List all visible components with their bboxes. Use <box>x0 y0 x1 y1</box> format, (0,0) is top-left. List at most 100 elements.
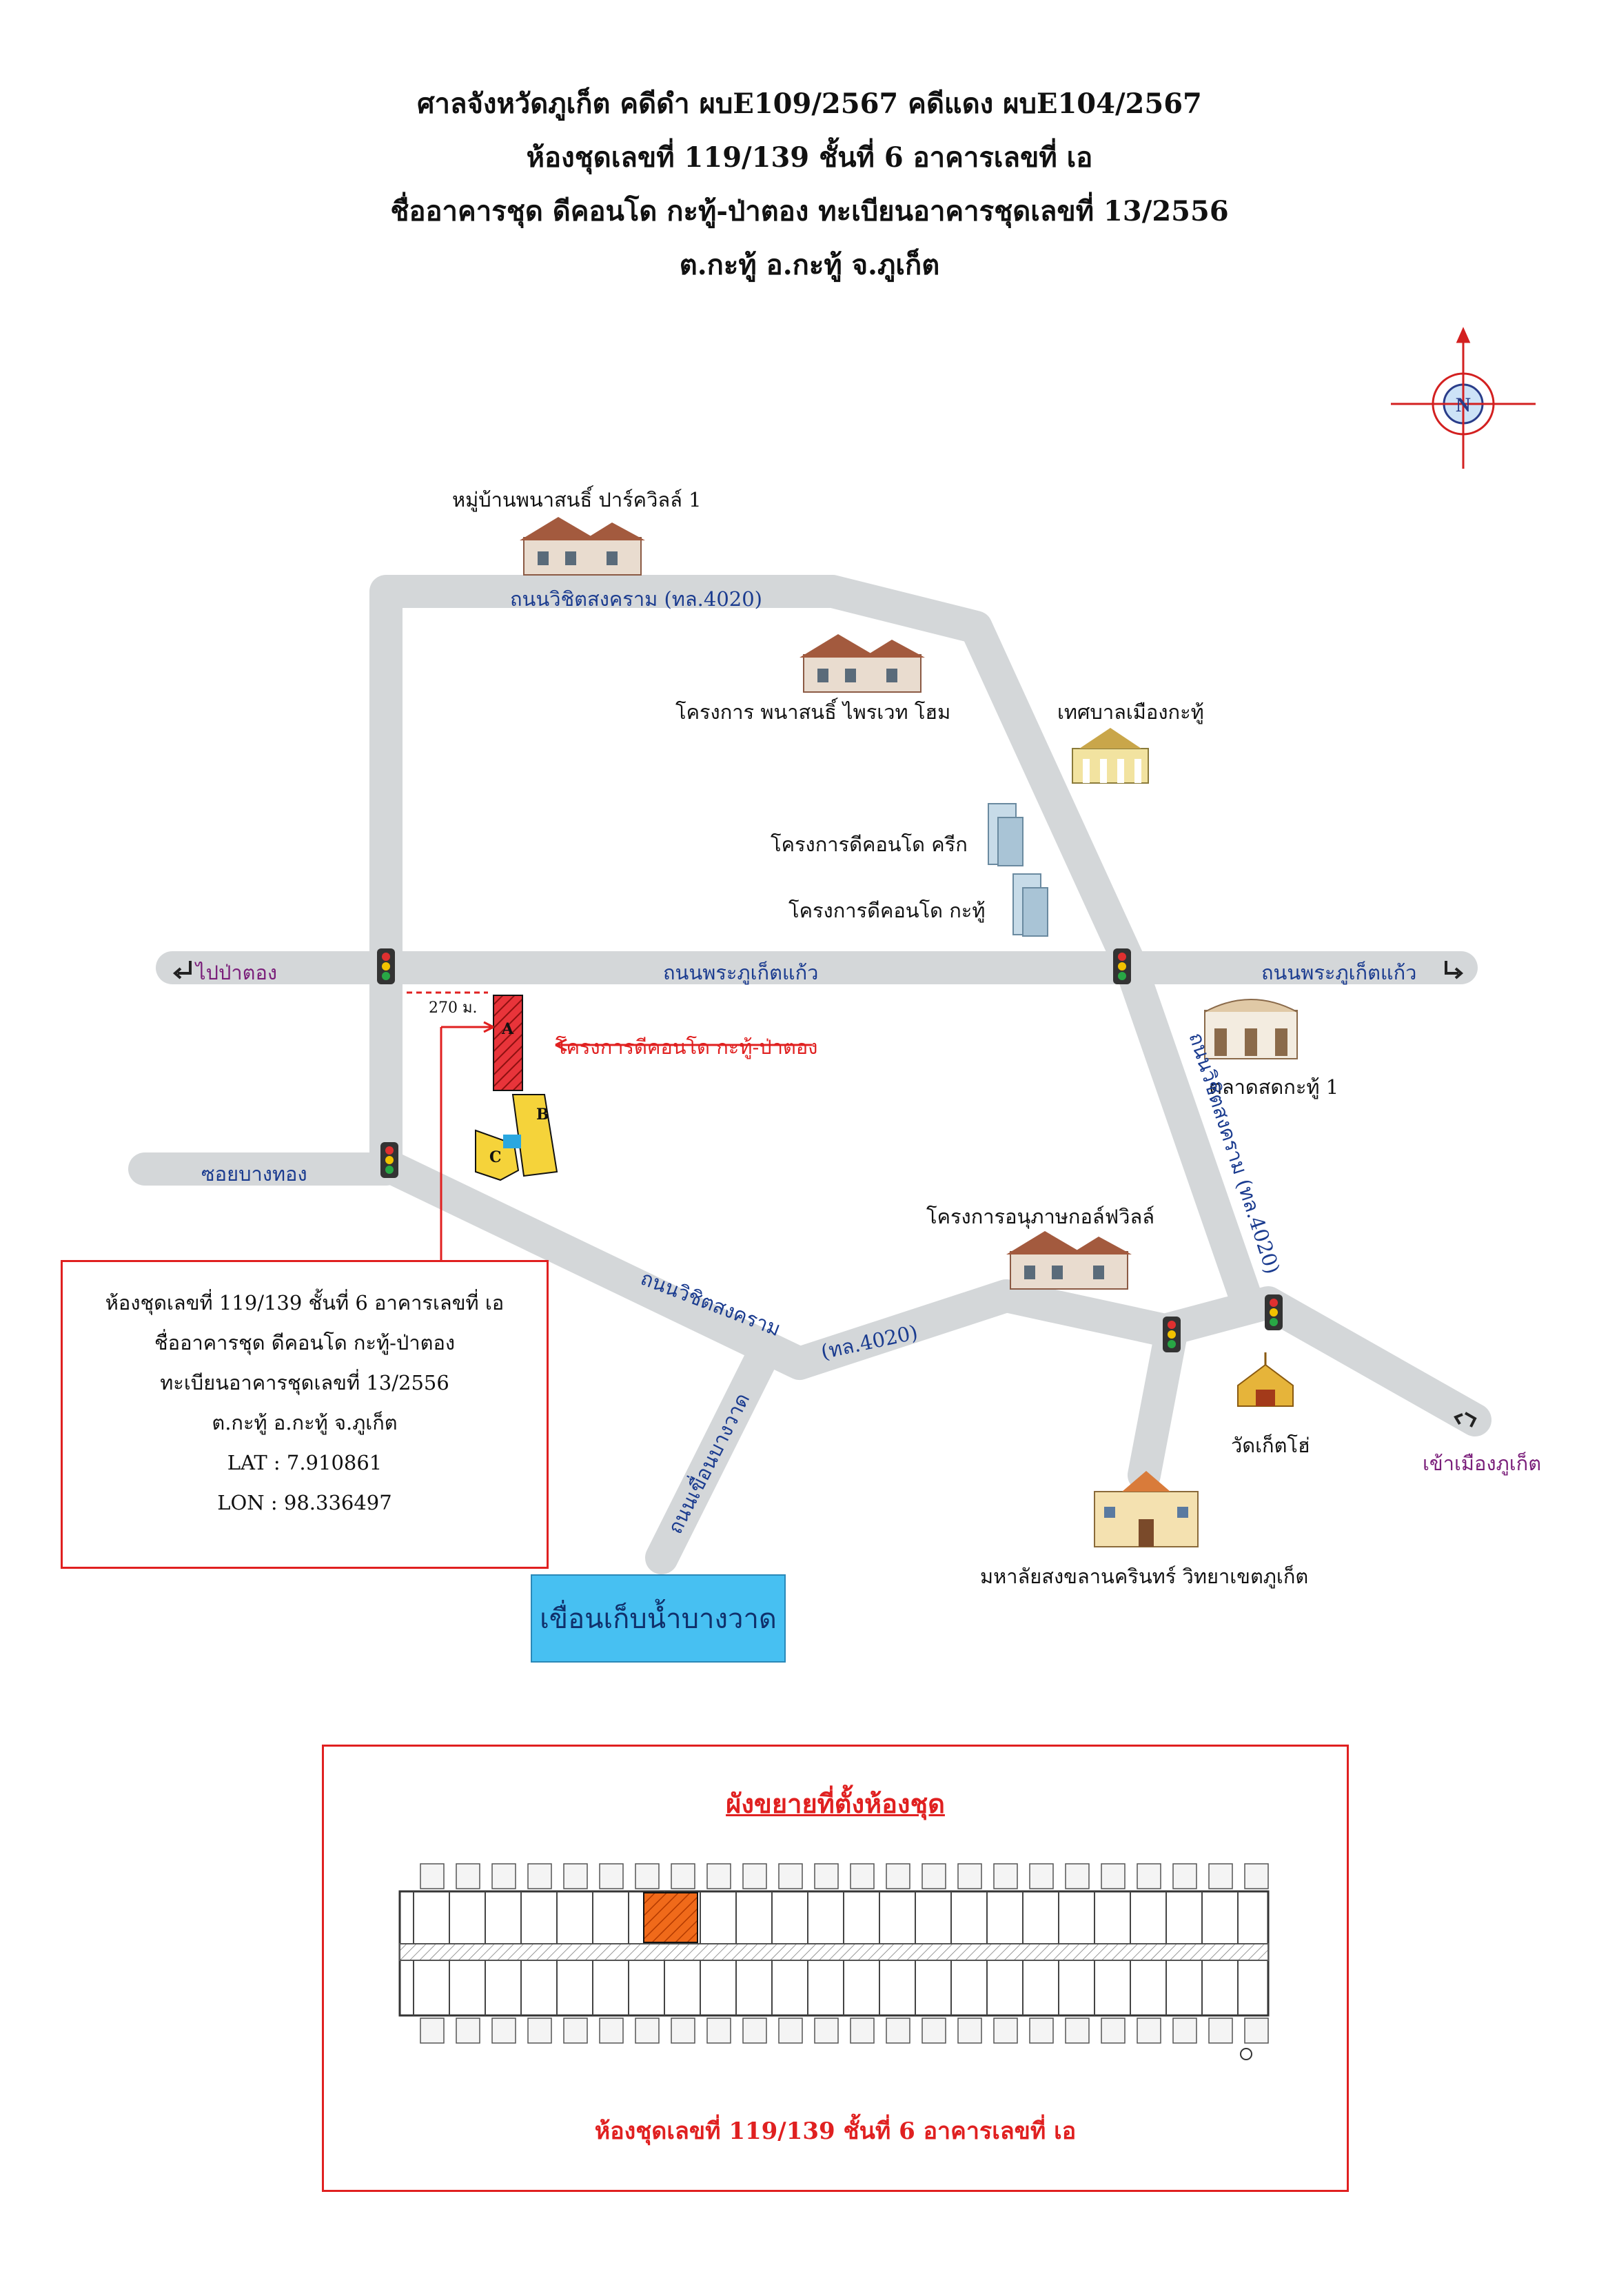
building-a-label: A <box>502 1020 514 1038</box>
traffic-light-icon <box>1163 1317 1181 1352</box>
landmark-municipality-label: เทศบาลเมืองกะทู้ <box>1057 700 1204 724</box>
landmark-university-label: มหาลัยสงขลานครินทร์ วิทยาเขตภูเก็ต <box>980 1565 1309 1588</box>
municipality-building-icon <box>1072 728 1149 784</box>
balcony-bottom <box>850 2018 875 2044</box>
landmark-dcondo-creek-label: โครงการดีคอนโด ครีก <box>771 833 968 856</box>
highlighted-unit <box>643 1892 698 1943</box>
balcony-bottom <box>563 2018 588 2044</box>
swimming-pool <box>503 1135 521 1148</box>
header-line-1: ศาลจังหวัดภูเก็ต คดีดำ ผบE109/2567 คดีแด… <box>417 88 1202 120</box>
balcony-bottom <box>456 2018 480 2044</box>
balcony-top <box>1172 1863 1197 1889</box>
compass-letter: N <box>1456 394 1471 416</box>
road-soi-bangthong-label: ซอยบางทอง <box>201 1162 307 1186</box>
balcony-top <box>778 1863 803 1889</box>
header-line-2: ห้องชุดเลขที่ 119/139 ชั้นที่ 6 อาคารเลข… <box>526 141 1093 174</box>
balcony-top <box>1029 1863 1054 1889</box>
balcony-bottom <box>921 2018 946 2044</box>
balcony-bottom <box>1029 2018 1054 2044</box>
balcony-bottom <box>993 2018 1018 2044</box>
balcony-top <box>563 1863 588 1889</box>
direction-patong-label: ไปป่าตอง <box>196 961 278 984</box>
corridor <box>399 1943 1269 1961</box>
info-location-line: ต.กะทู้ อ.กะทู้ จ.ภูเก็ต <box>212 1411 398 1434</box>
balcony-bottom <box>671 2018 695 2044</box>
floor-plan-title: ผังขยายที่ตั้งห้องชุด <box>726 1788 945 1819</box>
landmark-market-label: ตลาดสดกะทู้ 1 <box>1209 1075 1339 1099</box>
header-line-4: ต.กะทู้ อ.กะทู้ จ.ภูเก็ต <box>679 249 940 281</box>
info-latitude: LAT : 7.910861 <box>227 1451 383 1474</box>
balcony-bottom <box>886 2018 910 2044</box>
project-label: โครงการดีคอนโด กะทู้-ป่าตอง <box>556 1035 818 1059</box>
balcony-top <box>706 1863 731 1889</box>
north-compass-icon <box>1391 327 1536 469</box>
road-university <box>1128 1314 1188 1492</box>
house-icon <box>1006 1231 1132 1290</box>
info-registration-line: ทะเบียนอาคารชุดเลขที่ 13/2556 <box>160 1371 449 1394</box>
balcony-top <box>635 1863 660 1889</box>
balcony-top <box>957 1863 982 1889</box>
temple-icon <box>1237 1352 1294 1407</box>
floor-plan-drawing <box>398 1863 1270 2060</box>
info-longitude: LON : 98.336497 <box>217 1491 392 1514</box>
landmark-golf-villa-label: โครงการอนุภาษกอล์ฟวิลล์ <box>926 1205 1154 1228</box>
balcony-top <box>886 1863 910 1889</box>
road-dam <box>645 1334 782 1574</box>
road-top-label: ถนนวิชิตสงคราม (ทล.4020) <box>510 587 762 611</box>
balcony-bottom <box>1065 2018 1090 2044</box>
balcony-top <box>850 1863 875 1889</box>
balcony-bottom <box>599 2018 624 2044</box>
university-building-icon <box>1094 1471 1199 1547</box>
road-middle-right-label: ถนนพระภูเก็ตแก้ว <box>1261 961 1417 984</box>
landmark-village-label: หมู่บ้านพนาสนธิ์ ปาร์ควิลล์ 1 <box>452 488 702 511</box>
project-site <box>475 995 558 1181</box>
building-a-highlight <box>493 995 523 1091</box>
balcony-bottom <box>814 2018 839 2044</box>
balcony-bottom <box>635 2018 660 2044</box>
balcony-bottom <box>1172 2018 1197 2044</box>
balcony-top <box>1137 1863 1161 1889</box>
balcony-top <box>814 1863 839 1889</box>
balcony-bottom <box>527 2018 552 2044</box>
balcony-bottom <box>1244 2018 1269 2044</box>
balcony-bottom <box>778 2018 803 2044</box>
floor-plan-panel: ผังขยายที่ตั้งห้องชุด ห้องชุดเลขที่ 119/… <box>322 1745 1349 2192</box>
balcony-top <box>742 1863 767 1889</box>
market-building-icon <box>1204 999 1298 1059</box>
traffic-light-icon <box>380 1142 398 1178</box>
balcony-bottom <box>706 2018 731 2044</box>
traffic-light-icon <box>1113 948 1131 984</box>
info-unit-line: ห้องชุดเลขที่ 119/139 ชั้นที่ 6 อาคารเลข… <box>105 1291 505 1314</box>
traffic-light-icons <box>377 948 1283 1352</box>
balcony-top <box>420 1863 445 1889</box>
floor-plan-caption: ห้องชุดเลขที่ 119/139 ชั้นที่ 6 อาคารเลข… <box>594 2117 1077 2145</box>
turn-arrow-right-icon <box>1445 961 1464 979</box>
turn-arrow-city-icon <box>1454 1412 1477 1428</box>
building-c-label: C <box>489 1148 502 1166</box>
info-building-line: ชื่ออาคารชุด ดีคอนโด กะทู้-ป่าตอง <box>154 1331 456 1354</box>
balcony-top <box>921 1863 946 1889</box>
balcony-top <box>599 1863 624 1889</box>
building-b <box>511 1094 558 1177</box>
traffic-light-icon <box>1265 1294 1283 1330</box>
plan-north-icon <box>1240 2048 1252 2060</box>
balcony-bottom <box>1101 2018 1126 2044</box>
balcony-bottom <box>491 2018 516 2044</box>
dam-landmark: เขื่อนเก็บน้ำบางวาด <box>531 1574 786 1663</box>
landmark-temple-label: วัดเก็ตโฮ่ <box>1231 1434 1310 1457</box>
building-b-label: B <box>536 1106 549 1124</box>
balcony-bottom <box>1208 2018 1233 2044</box>
balcony-bottom <box>420 2018 445 2044</box>
turn-arrow-left-icon <box>172 961 192 979</box>
balcony-bottom <box>1137 2018 1161 2044</box>
header-line-3: ชื่ออาคารชุด ดีคอนโด กะทู้-ป่าตอง ทะเบีย… <box>390 195 1229 227</box>
distance-label: 270 ม. <box>429 999 478 1017</box>
condo-tower-icon <box>1012 873 1048 937</box>
road-wichit-songkhram-lower <box>369 1148 1491 1436</box>
unit-info-box: ห้องชุดเลขที่ 119/139 ชั้นที่ 6 อาคารเลข… <box>61 1260 549 1569</box>
landmark-dcondo-kathu-label: โครงการดีคอนโด กะทู้ <box>788 899 986 922</box>
balcony-top <box>491 1863 516 1889</box>
balcony-top <box>527 1863 552 1889</box>
balcony-top <box>993 1863 1018 1889</box>
